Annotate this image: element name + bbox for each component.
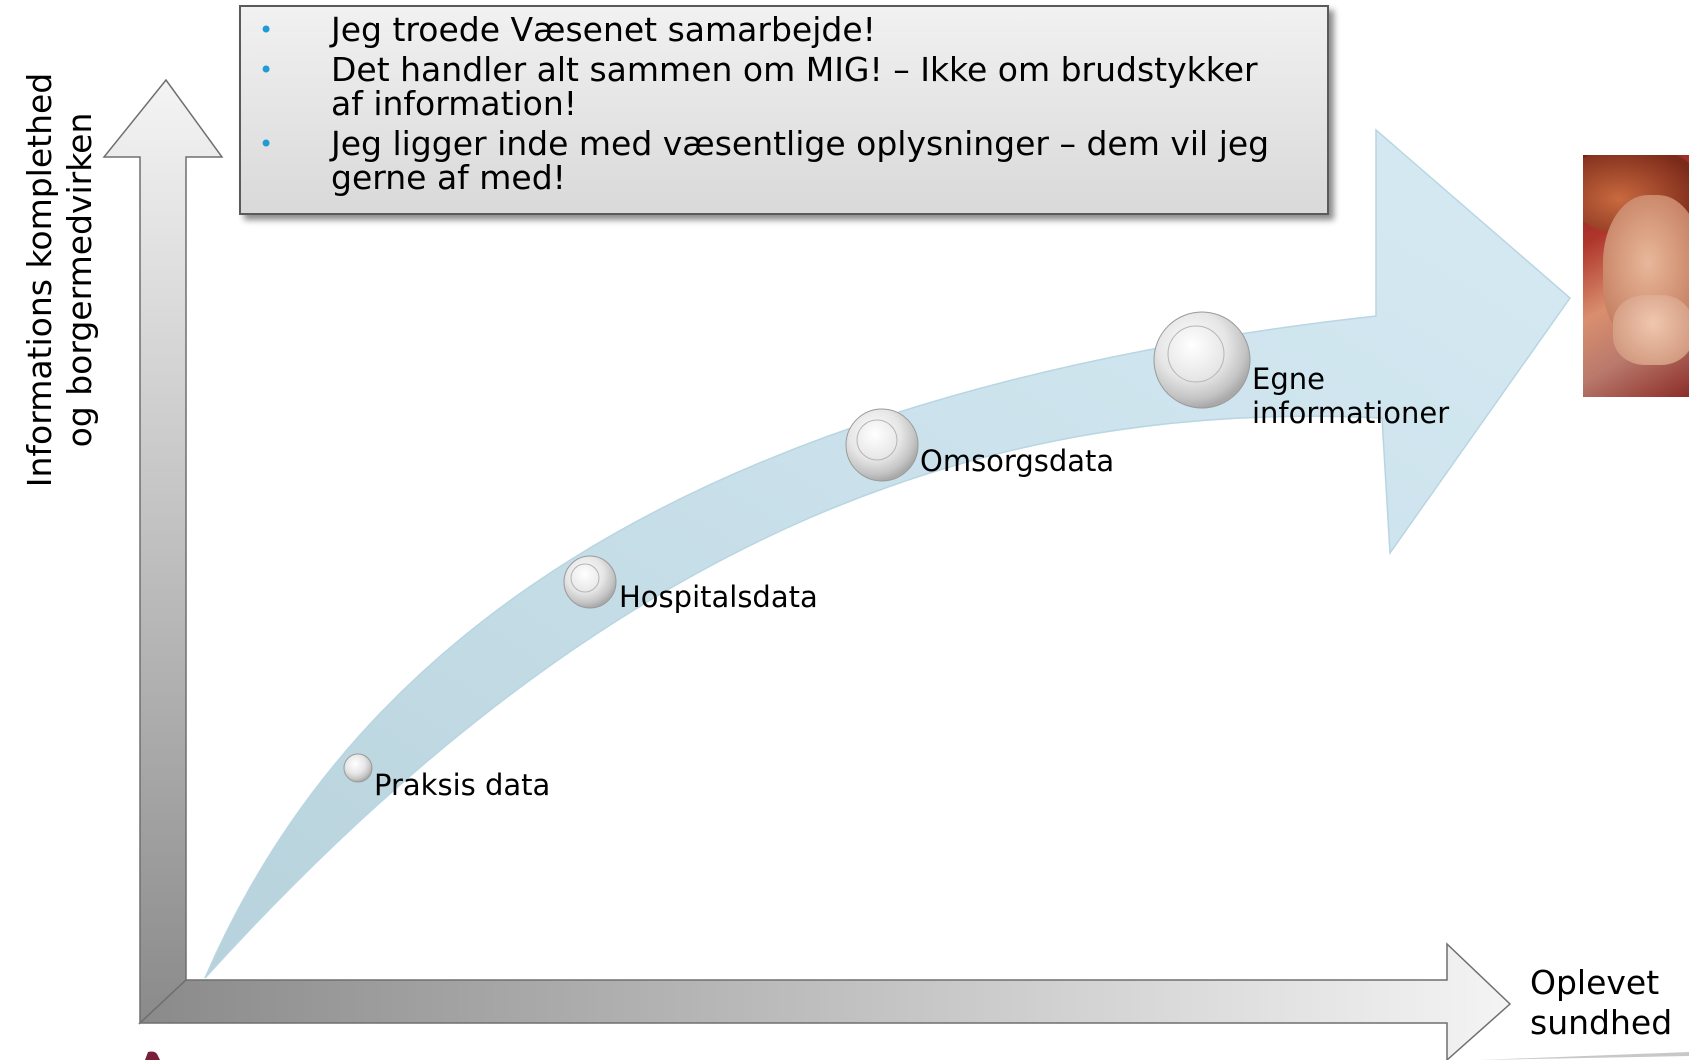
callout-bullet: • Jeg ligger inde med væsentlige oplysnin…	[241, 127, 1327, 195]
bullet-icon: •	[259, 16, 274, 44]
callout-box: • Jeg troede Væsenet samarbejde! • Det han…	[239, 5, 1329, 215]
node-ball-praksis	[343, 753, 373, 783]
callout-bullet-text: Det handler alt sammen om MIG! – Ikke om…	[331, 50, 1258, 123]
node-label-hospitals: Hospitalsdata	[619, 580, 818, 614]
callout-bullet-list: • Jeg troede Væsenet samarbejde! • Det han…	[241, 7, 1327, 195]
y-axis-label: Informations komplethed og borgermedvirk…	[20, 40, 100, 520]
photo-hand	[1613, 295, 1689, 365]
bottom-line-fragment	[1480, 1052, 1689, 1060]
growth-arrow	[204, 128, 1572, 979]
woman-photo	[1583, 155, 1689, 397]
callout-bullet: • Jeg troede Væsenet samarbejde!	[241, 13, 1327, 47]
node-ball-omsorgs	[845, 408, 919, 482]
y-axis-arrow	[102, 78, 224, 1025]
node-ball-hospitals	[563, 555, 617, 609]
callout-bullet-text: Jeg ligger inde med væsentlige oplysning…	[331, 124, 1270, 197]
x-axis-label-line-2: sundhed	[1530, 1003, 1673, 1042]
bullet-icon: •	[259, 130, 274, 158]
y-axis-label-line-2: og borgermedvirken	[60, 112, 99, 448]
y-axis-label-line-1: Informations komplethed	[20, 72, 59, 488]
x-axis-arrow	[138, 942, 1512, 1060]
node-label-egne: Egne informationer	[1252, 362, 1450, 430]
callout-bullet-text: Jeg troede Væsenet samarbejde!	[331, 10, 876, 49]
x-axis-label: Oplevet sundhed	[1530, 963, 1672, 1043]
bullet-icon: •	[259, 56, 274, 84]
node-label-omsorgs: Omsorgsdata	[920, 444, 1115, 478]
y-axis-label-wrap: Informations komplethed og borgermedvirk…	[0, 0, 99, 488]
node-ball-egne	[1153, 311, 1251, 409]
x-axis-label-line-1: Oplevet	[1530, 963, 1660, 1002]
node-label-praksis: Praksis data	[374, 768, 551, 802]
bottom-logo-fragment	[145, 1051, 160, 1060]
callout-bullet: • Det handler alt sammen om MIG! – Ikke o…	[241, 53, 1327, 121]
